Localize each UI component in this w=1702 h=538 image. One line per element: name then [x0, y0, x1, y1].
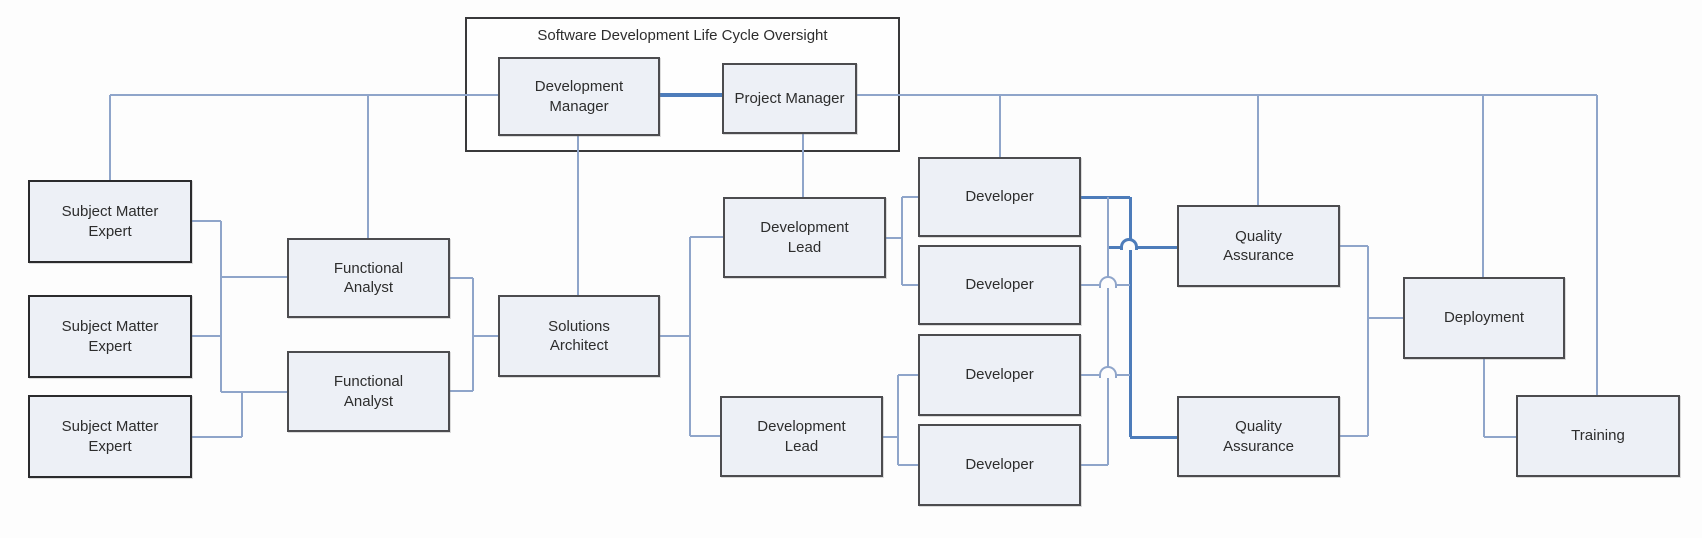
- node-label: Development Lead: [757, 418, 846, 455]
- connector-h-segment-28: [902, 284, 918, 286]
- node-label: Subject Matter Expert: [61, 318, 159, 355]
- connector-v-segment-45: [1483, 359, 1485, 437]
- line-hop-icon-2: [1120, 238, 1138, 250]
- node-subject-matter-expert-1: Subject Matter Expert: [28, 180, 192, 263]
- connector-v-segment-37: [1107, 197, 1109, 465]
- connector-v-segment-8: [1482, 95, 1484, 277]
- node-subject-matter-expert-3: Subject Matter Expert: [28, 395, 192, 478]
- node-label: Quality Assurance: [1223, 227, 1294, 265]
- connector-h-segment-33: [1081, 196, 1130, 199]
- node-label: Deployment: [1443, 309, 1525, 327]
- connector-h-segment-25: [886, 237, 902, 239]
- connector-v-segment-12: [220, 221, 222, 392]
- connector-h-segment-14: [221, 391, 287, 393]
- connector-h-segment-44: [1368, 317, 1403, 319]
- node-label: Training: [1571, 427, 1625, 445]
- node-development-lead-2: Development Lead: [720, 396, 883, 477]
- connector-h-segment-23: [690, 236, 723, 238]
- connector-v-segment-7: [1257, 95, 1259, 205]
- node-developer-3: Developer: [918, 334, 1081, 416]
- node-developer-2: Developer: [918, 245, 1081, 325]
- connector-h-segment-10: [192, 220, 221, 222]
- connector-h-segment-32: [898, 464, 918, 466]
- node-label: Development Lead: [760, 219, 849, 256]
- node-functional-analyst-2: Functional Analyst: [287, 351, 450, 432]
- connector-v-segment-6: [999, 95, 1001, 157]
- node-label: Development Manager: [534, 78, 624, 115]
- node-quality-assurance-2: Quality Assurance: [1177, 396, 1340, 477]
- connector-h-segment-35: [1130, 436, 1177, 439]
- node-subject-matter-expert-2: Subject Matter Expert: [28, 295, 192, 378]
- node-training: Training: [1516, 395, 1680, 477]
- connector-v-segment-34: [1129, 197, 1132, 437]
- connector-v-segment-43: [1367, 246, 1369, 436]
- node-development-manager: Development Manager: [498, 57, 660, 136]
- connector-h-segment-46: [1484, 436, 1516, 438]
- node-label: Quality Assurance: [1223, 418, 1294, 455]
- node-label: Functional Analyst: [333, 259, 404, 297]
- connector-v-segment-22: [689, 237, 691, 436]
- connector-v-segment-9: [1596, 95, 1598, 395]
- connector-h-segment-31: [898, 374, 918, 376]
- node-deployment: Deployment: [1403, 277, 1565, 359]
- connector-v-segment-5: [802, 134, 804, 197]
- node-label: Functional Analyst: [333, 373, 404, 410]
- connector-h-segment-41: [1340, 245, 1368, 247]
- connector-v-segment-3: [367, 95, 369, 238]
- node-label: Solutions Architect: [548, 317, 610, 355]
- node-label: Developer: [965, 188, 1034, 206]
- connector-v-segment-30: [897, 375, 899, 465]
- connector-v-segment-2: [109, 95, 111, 180]
- line-hop-icon-1: [1099, 366, 1117, 378]
- connector-v-segment-4: [577, 136, 579, 295]
- node-label: Subject Matter Expert: [61, 203, 159, 240]
- node-label: Project Manager: [734, 89, 845, 107]
- connector-h-segment-40: [1081, 464, 1108, 466]
- node-developer-1: Developer: [918, 157, 1081, 237]
- connector-h-segment-36: [1108, 246, 1177, 249]
- node-label: Developer: [965, 366, 1034, 384]
- connector-h-segment-21: [660, 335, 690, 337]
- connector-h-segment-18: [450, 390, 473, 392]
- node-project-manager: Project Manager: [722, 63, 857, 134]
- connector-h-segment-15: [192, 436, 242, 438]
- connector-h-segment-42: [1340, 435, 1368, 437]
- node-solutions-architect: Solutions Architect: [498, 295, 660, 377]
- connector-h-segment-1: [660, 93, 722, 97]
- node-label: Developer: [965, 276, 1034, 294]
- sdlc-oversight-group-label: Software Development Life Cycle Oversigh…: [537, 27, 828, 44]
- connector-h-segment-20: [473, 335, 498, 337]
- node-quality-assurance-1: Quality Assurance: [1177, 205, 1340, 287]
- node-development-lead-1: Development Lead: [723, 197, 886, 278]
- node-functional-analyst-1: Functional Analyst: [287, 238, 450, 318]
- connector-v-segment-26: [901, 197, 903, 285]
- connector-h-segment-13: [221, 276, 287, 278]
- connector-h-segment-11: [192, 335, 221, 337]
- line-hop-icon-0: [1099, 276, 1117, 288]
- connector-v-segment-19: [472, 278, 474, 391]
- connector-h-segment-17: [450, 277, 473, 279]
- connector-h-segment-24: [690, 435, 720, 437]
- connector-h-segment-27: [902, 196, 918, 198]
- node-developer-4: Developer: [918, 424, 1081, 506]
- connector-v-segment-16: [241, 392, 243, 437]
- node-label: Subject Matter Expert: [61, 418, 159, 455]
- node-label: Developer: [965, 456, 1034, 474]
- connector-h-segment-29: [883, 436, 898, 438]
